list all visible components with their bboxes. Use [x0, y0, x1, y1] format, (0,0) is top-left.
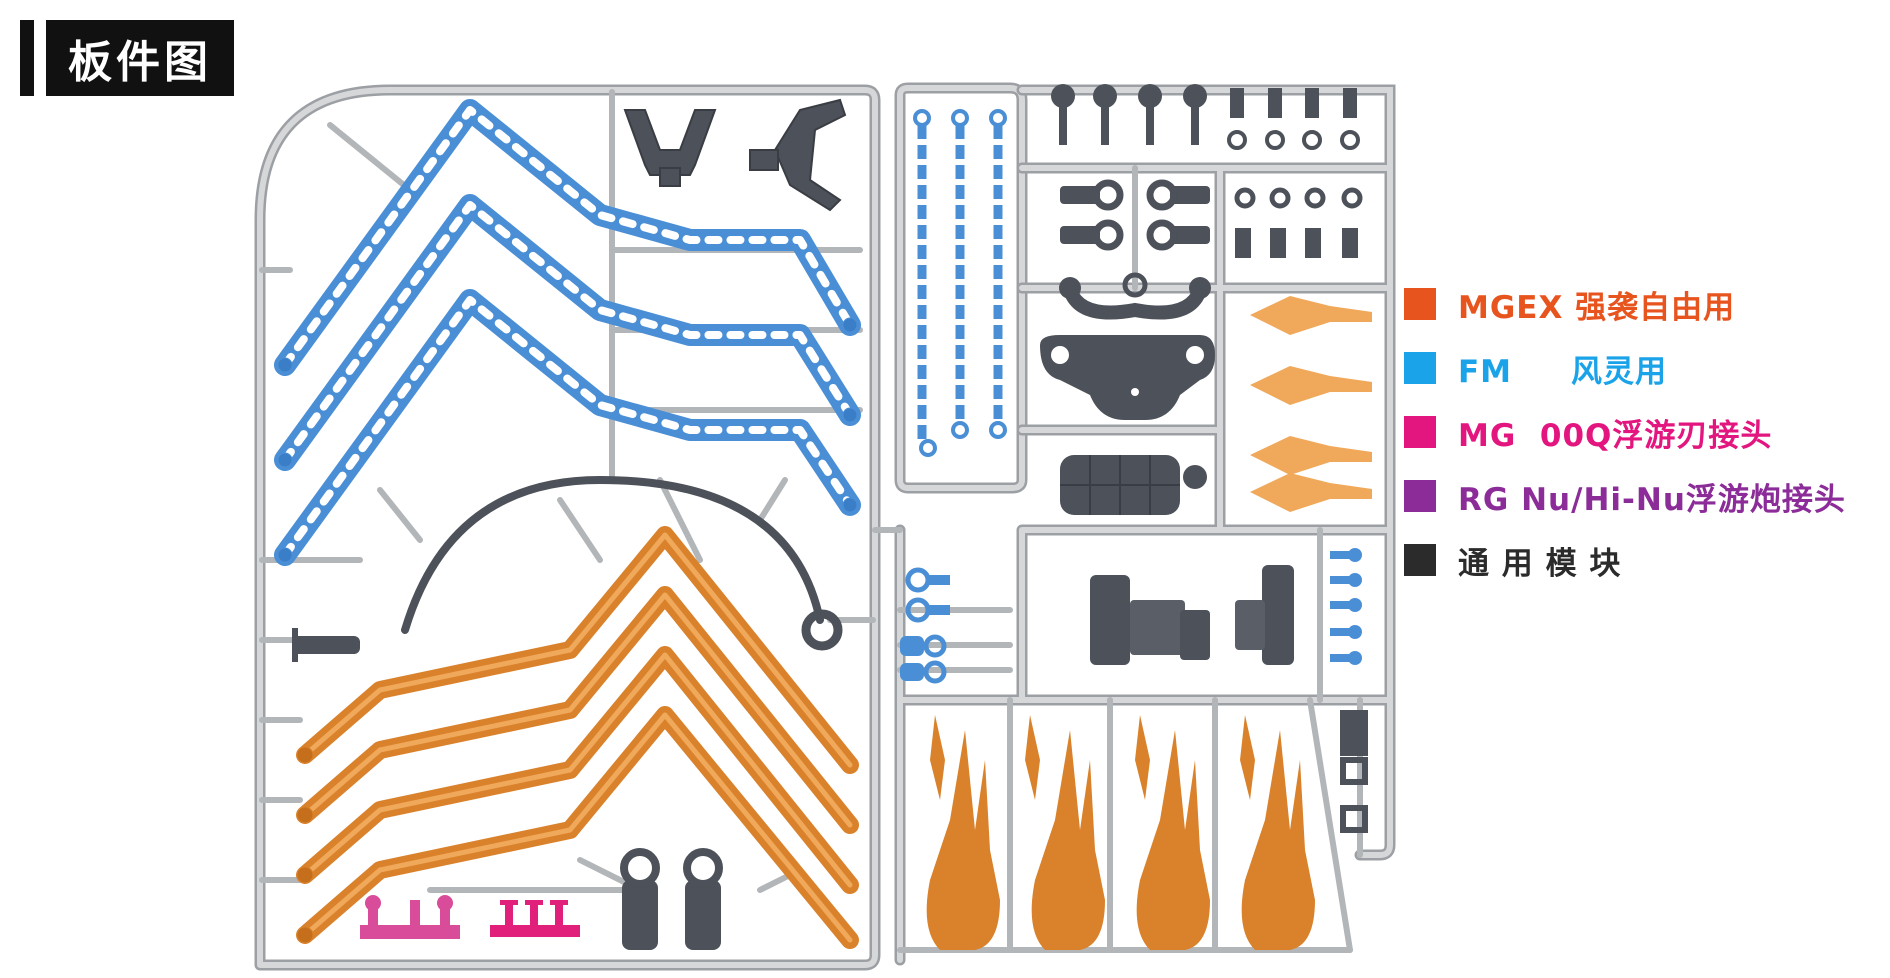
flame-4: [1240, 715, 1315, 950]
flame-3: [1135, 715, 1210, 950]
blue-small-connectors: [900, 548, 1362, 684]
legend-label: 通 用 模 块: [1458, 545, 1622, 582]
grey-joint-parts-bottom: [620, 848, 723, 950]
orange-chevron-arm-4: [296, 706, 859, 949]
blue-lattice-arm-3: [274, 289, 861, 566]
grey-y-joint: [1059, 272, 1211, 320]
legend-item: FM 风灵用: [1404, 336, 1846, 400]
title-block: 板件图: [20, 20, 234, 96]
grey-cluster-block: [1060, 455, 1207, 515]
legend-item: MG 00Q浮游刃接头: [1404, 400, 1846, 464]
legend-item: 通 用 模 块: [1404, 528, 1846, 592]
pink-connector-parts: [360, 895, 580, 939]
orange-chevron-arms: [296, 526, 859, 949]
grey-base-plate: [1040, 335, 1215, 420]
legend-item: RG Nu/Hi-Nu浮游炮接头: [1404, 464, 1846, 528]
blue-chain-1: [913, 109, 937, 457]
orange-chevron-arm-2: [296, 586, 859, 834]
grey-mechanical-joints: [1090, 565, 1294, 665]
legend: MGEX 强袭自由用 FM 风灵用 MG 00Q浮游刃接头 RG Nu/Hi-N…: [1404, 272, 1846, 592]
orange-chevron-arm-1: [296, 526, 859, 774]
blue-chain-parts: [913, 109, 1007, 457]
ball-joint-pegs: [1051, 84, 1360, 150]
legend-swatch: [1404, 480, 1436, 512]
legend-swatch: [1404, 288, 1436, 320]
grey-peg-part: [292, 628, 360, 662]
legend-swatch: [1404, 352, 1436, 384]
blue-lattice-arm-1: [274, 99, 861, 376]
orange-flame-effects: [926, 715, 1315, 950]
light-orange-fingers: [1250, 296, 1372, 512]
legend-label: RG Nu/Hi-Nu浮游炮接头: [1458, 481, 1846, 518]
legend-swatch: [1404, 416, 1436, 448]
grey-claw-parts: [623, 98, 847, 212]
legend-item: MGEX 强袭自由用: [1404, 272, 1846, 336]
legend-swatch: [1404, 544, 1436, 576]
legend-label: FM 风灵用: [1458, 353, 1667, 390]
title-accent-bar: [20, 20, 34, 96]
orange-chevron-arm-3: [296, 646, 859, 894]
legend-label: MGEX 强袭自由用: [1458, 289, 1736, 326]
page-title: 板件图: [46, 20, 234, 96]
flame-2: [1025, 715, 1105, 950]
legend-label: MG 00Q浮游刃接头: [1458, 417, 1773, 454]
blue-lattice-arms: [274, 99, 861, 566]
blue-chain-2: [951, 109, 969, 439]
socket-connectors: [1060, 179, 1363, 258]
flame-1: [926, 715, 1000, 950]
blue-chain-3: [989, 109, 1007, 439]
grey-small-parts-right: [1340, 710, 1368, 833]
blue-lattice-arm-2: [274, 194, 861, 471]
grey-arc-part: [401, 475, 843, 651]
